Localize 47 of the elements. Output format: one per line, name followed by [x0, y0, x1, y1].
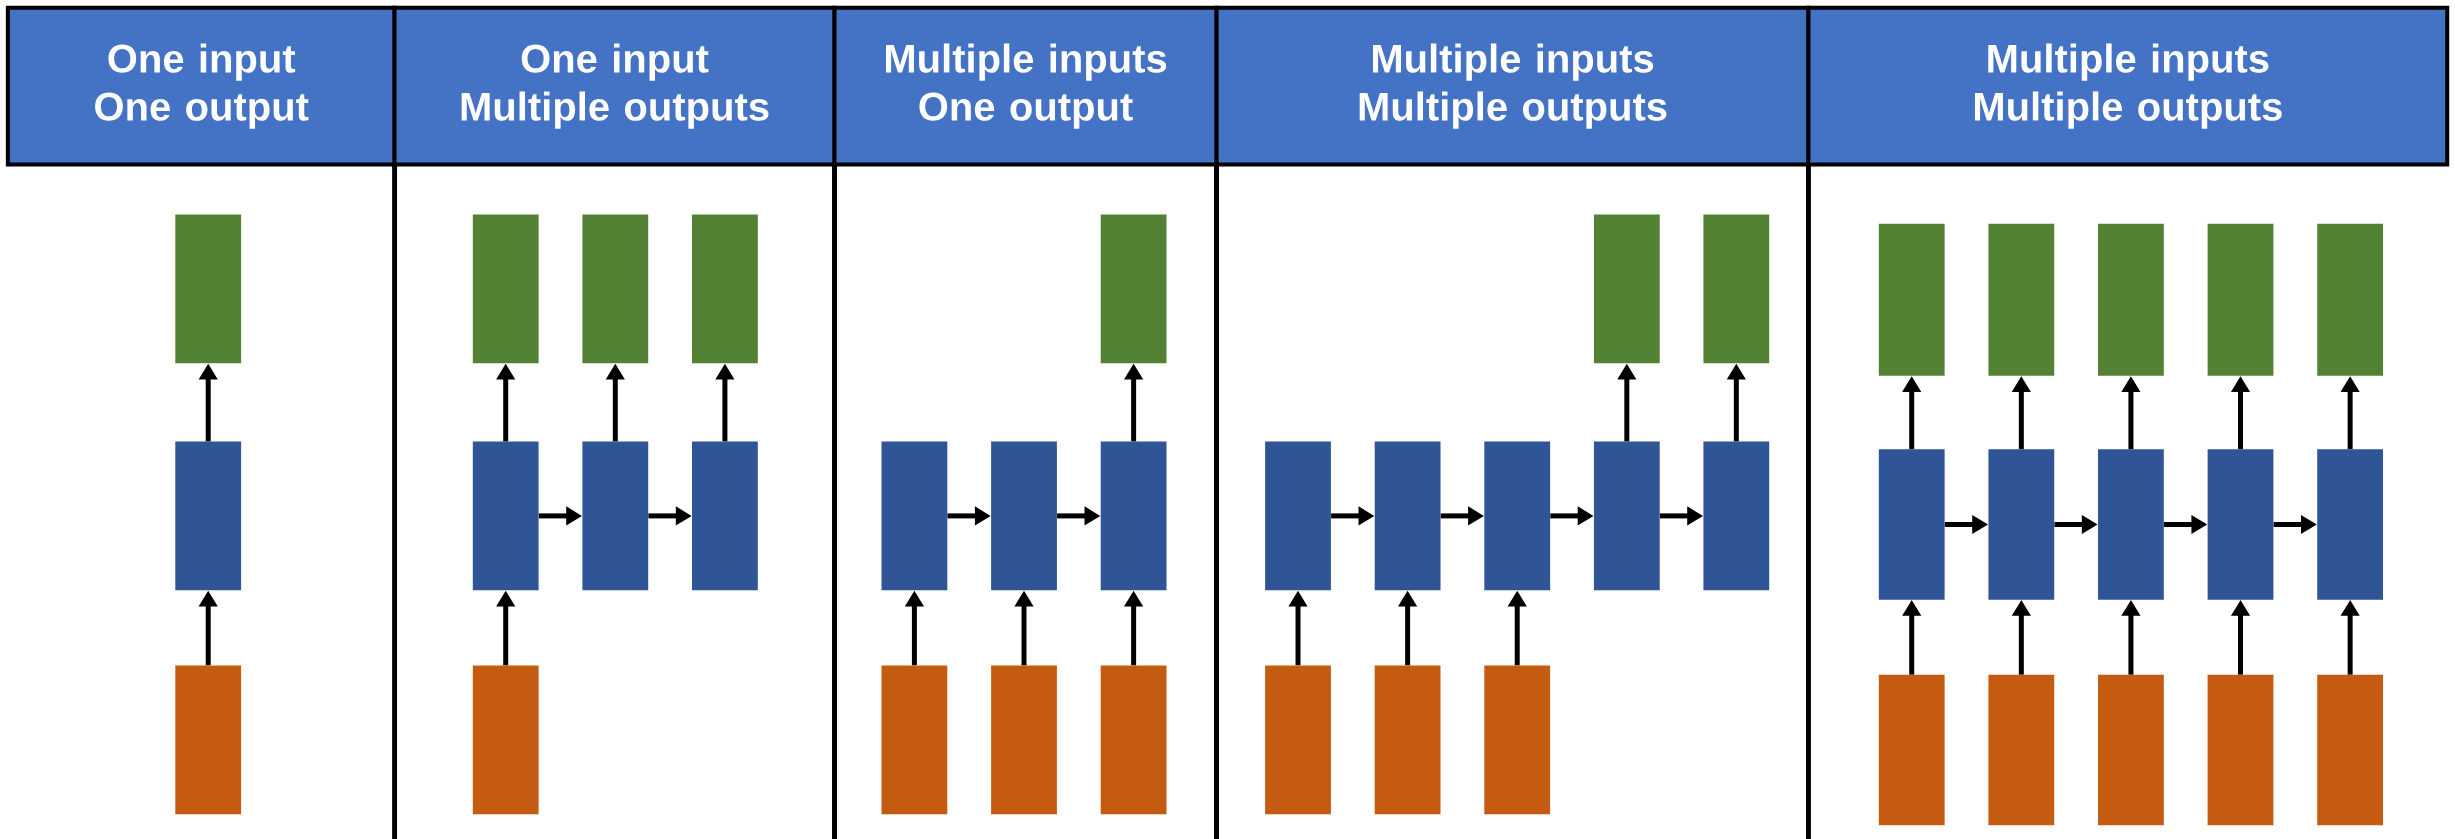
hidden-box	[2207, 449, 2274, 600]
output-box	[175, 214, 242, 364]
hidden-box	[1703, 441, 1770, 591]
hidden-box	[582, 441, 649, 591]
output-box	[1988, 223, 2055, 376]
hidden-box	[2317, 449, 2383, 600]
input-box	[2317, 674, 2383, 826]
input-box	[991, 665, 1057, 815]
input-box	[1265, 665, 1331, 815]
hidden-box	[1374, 441, 1441, 591]
output-box	[1100, 214, 1167, 364]
input-box	[1988, 674, 2055, 826]
header-cell: Multiple inputs Multiple outputs	[1806, 5, 2450, 167]
input-box	[1484, 665, 1551, 815]
output-box	[582, 214, 649, 364]
input-box	[472, 665, 539, 815]
output-box	[472, 214, 539, 364]
output-box	[1878, 223, 1945, 376]
output-box	[692, 214, 758, 364]
input-box	[2207, 674, 2274, 826]
header-cell: One input Multiple outputs	[392, 5, 837, 167]
header-cell: One input One output	[5, 5, 397, 167]
hidden-box	[2098, 449, 2164, 600]
hidden-box	[1484, 441, 1551, 591]
input-box	[175, 665, 242, 815]
hidden-box	[472, 441, 539, 591]
input-box	[2098, 674, 2164, 826]
input-box	[1100, 665, 1167, 815]
hidden-box	[991, 441, 1057, 591]
output-box	[1703, 214, 1770, 364]
hidden-box	[1265, 441, 1331, 591]
hidden-box	[1988, 449, 2055, 600]
hidden-box	[881, 441, 948, 591]
header-cell: Multiple inputs One output	[832, 5, 1219, 167]
input-box	[881, 665, 948, 815]
hidden-box	[175, 441, 242, 591]
hidden-box	[1100, 441, 1167, 591]
output-box	[2317, 223, 2383, 376]
hidden-box	[692, 441, 758, 591]
hidden-box	[1878, 449, 1945, 600]
input-box	[1374, 665, 1441, 815]
output-box	[2207, 223, 2274, 376]
output-box	[2098, 223, 2164, 376]
output-box	[1593, 214, 1660, 364]
header-cell: Multiple inputs Multiple outputs	[1214, 5, 1811, 167]
hidden-box	[1593, 441, 1660, 591]
input-box	[1878, 674, 1945, 826]
